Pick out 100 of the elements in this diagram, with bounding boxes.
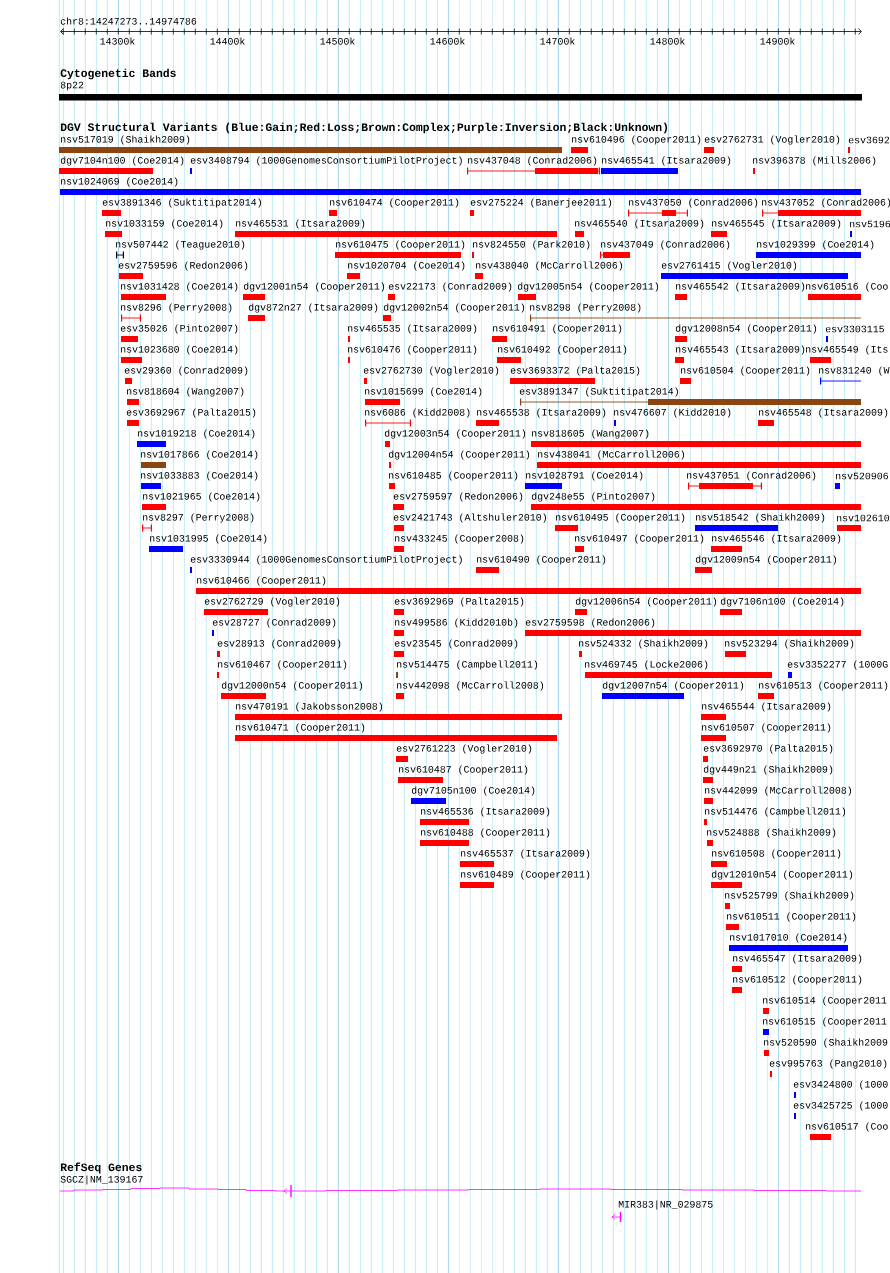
variant-label: nsv610514 (Cooper2011 [763,996,887,1006]
variant-label: dgv12003n54 (Cooper2011) [384,429,526,439]
variant-label: esv2761223 (Vogler2010) [396,744,532,754]
variant-label: esv23545 (Conrad2009) [394,639,518,649]
variant-label: esv3891346 (Suktitipat2014) [102,198,261,208]
variant-label: nsv610508 (Cooper2011) [712,849,841,859]
variant-label: esv3692 [848,136,890,144]
track-heading: DGV Structural Variants (Blue:Gain;Red:Loss;Brown:Complex;Purple:Inversion;Black:Unknown) [60,122,668,134]
variant-label: nsv438041 (McCarroll2006) [538,450,685,460]
variant-label: nsv610496 (Cooper2011) [572,135,701,145]
variant-label: esv3692969 (Palta2015) [394,597,524,607]
variant-label: dgv12010n54 (Cooper2011) [711,870,853,880]
variant-label: dgv449n21 (Shaikh2009) [703,765,833,775]
variant-label: esv2759598 (Redon2006) [525,618,655,628]
variant-label: nsv610513 (Cooper2011) [759,681,888,691]
variant-label: nsv102610 [837,514,890,522]
track-heading: Cytogenetic Bands [60,68,176,80]
variant-label: nsv514476 (Campbell2011) [705,807,846,817]
variant-label: dgv12008n54 (Cooper2011) [675,324,817,334]
variant-label: nsv610516 (Coo [806,282,888,292]
variant-label: nsv831240 (W [819,366,890,376]
variant-label: nsv610517 (Coo [806,1122,888,1132]
variant-label: nsv1023680 (Coe2014) [121,345,238,355]
variant-label: nsv469745 (Locke2006) [585,660,708,670]
variant-label: nsv8296 (Perry2008) [121,303,232,313]
variant-label: nsv8298 (Perry2008) [530,303,641,313]
variant-label: esv2762731 (Vogler2010) [704,135,840,145]
variant-label: nsv465541 (Itsara2009) [602,156,731,166]
variant-label: nsv442098 (McCarroll2008) [397,681,544,691]
variant-label: dgv248e55 (Pinto2007) [531,492,655,502]
variant-label: esv28727 (Conrad2009) [212,618,336,628]
variant-label: esv3330944 (1000GenomesConsortiumPilotProject) [190,555,462,565]
variant-label: nsv610491 (Cooper2011) [493,324,622,334]
gene-label: MIR383|NR_029875 [618,1200,713,1210]
variant-label: esv3352277 (1000G [787,660,888,670]
variant-label: esv3425725 (1000 [793,1101,888,1111]
variant-label: nsv437052 (Conrad2006) [762,198,890,208]
tick-label: 14300k [100,37,135,45]
variant-label: nsv610497 (Cooper2011) [575,534,704,544]
variant-label: nsv610487 (Cooper2011) [399,765,528,775]
variant-label: esv2759597 (Redon2006) [393,492,523,502]
tick-label: 14600k [430,37,465,45]
variant-label: nsv610504 (Cooper2011) [681,366,810,376]
variant-label: nsv1019218 (Coe2014) [138,429,255,439]
variant-label: esv22173 (Conrad2009) [388,282,512,292]
variant-label: esv28913 (Conrad2009) [217,639,341,649]
variant-label: esv3424800 (1000 [793,1080,888,1090]
variant-label: nsv514475 (Campbell2011) [397,660,538,670]
variant-label: nsv520906 [836,472,888,480]
variant-label: esv2421743 (Altshuler2010) [393,513,546,523]
variant-label: nsv610485 (Cooper2011) [389,471,518,481]
variant-label: esv3693372 (Palta2015) [510,366,640,376]
variant-label: nsv520590 (Shaikh2009 [764,1038,888,1048]
variant-label: dgv7106n100 (Coe2014) [720,597,844,607]
variant-label: esv995763 (Pang2010) [769,1059,887,1069]
variant-label: nsv1028791 (Coe2014) [526,471,643,481]
variant-label: nsv470191 (Jakobsson2008) [236,702,383,712]
variant-label: nsv507442 (Teague2010) [116,240,245,250]
variant-label: nsv1031995 (Coe2014) [150,534,267,544]
variant-label: nsv437050 (Conrad2006) [629,198,758,208]
variant-label: dgv12005n54 (Cooper2011) [517,282,659,292]
variant-label: nsv465549 (Its [806,345,888,355]
variant-label: esv29360 (Conrad2009) [124,366,248,376]
variant-label: nsv465531 (Itsara2009) [236,219,365,229]
variant-label: dgv12001n54 (Cooper2011) [243,282,385,292]
variant-label: esv275224 (Banerjee2011) [470,198,612,208]
variant-label: esv2762729 (Vogler2010) [204,597,340,607]
variant-label: nsv610512 (Cooper2011) [733,975,862,985]
variant-label: nsv524332 (Shaikh2009) [579,639,708,649]
variant-label: nsv818605 (Wang2007) [532,429,649,439]
variant-label: nsv499586 (Kidd2010b) [395,618,518,628]
variant-label: nsv1020704 (Coe2014) [348,261,465,271]
variant-label: nsv1017866 (Coe2014) [141,450,258,460]
variant-label: nsv465538 (Itsara2009) [477,408,606,418]
variant-label: nsv610492 (Cooper2011) [498,345,627,355]
variant-label: nsv517019 (Shaikh2009) [61,135,190,145]
variant-label: nsv437048 (Conrad2006) [468,156,597,166]
variant-label: esv3408794 (1000GenomesConsortiumPilotProject) [190,156,462,166]
variant-label: esv3303115 [825,325,884,333]
variant-label: nsv610471 (Cooper2011) [236,723,365,733]
variant-label: dgv12006n54 (Cooper2011) [575,597,717,607]
variant-label: nsv465542 (Itsara2009) [676,282,805,292]
variant-label: nsv525799 (Shaikh2009) [725,891,854,901]
variant-label: nsv1031428 (Coe2014) [121,282,238,292]
variant-label: nsv610511 (Cooper2011) [727,912,856,922]
variant-label: nsv818604 (Wang2007) [127,387,244,397]
variant-label: nsv437049 (Conrad2006) [601,240,730,250]
band-label: 8p22 [60,81,84,91]
tick-label: 14700k [540,37,575,45]
variant-label: nsv465536 (Itsara2009) [421,807,550,817]
variant-label: esv2762730 (Vogler2010) [363,366,499,376]
variant-label: nsv610507 (Cooper2011) [702,723,831,733]
variant-label: dgv872n27 (Itsara2009) [248,303,378,313]
variant-label: nsv465546 (Itsara2009) [712,534,841,544]
variant-label: esv3692967 (Palta2015) [126,408,256,418]
variant-label: dgv12000n54 (Cooper2011) [221,681,363,691]
variant-label: nsv465544 (Itsara2009) [702,702,831,712]
variant-label: nsv8297 (Perry2008) [143,513,254,523]
variant-label: dgv7105n100 (Coe2014) [411,786,535,796]
variant-label: nsv610476 (Cooper2011) [348,345,477,355]
